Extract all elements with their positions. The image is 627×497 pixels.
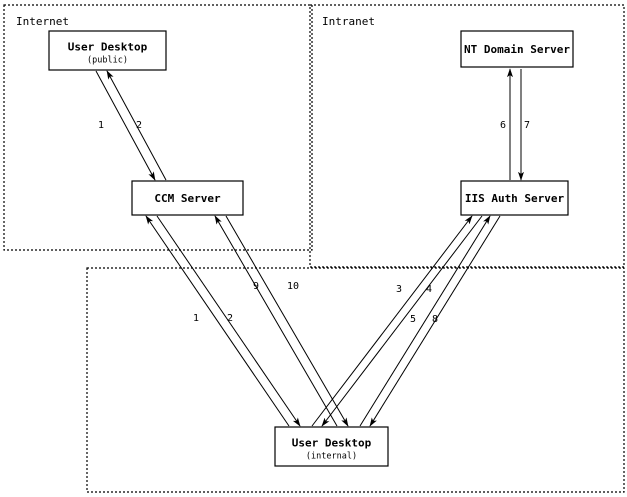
flow-label-flow-3: 3 <box>396 284 402 295</box>
node-ccm-server[interactable]: CCM Server <box>131 180 244 216</box>
flow-label-flow-2-internal: 2 <box>227 313 233 324</box>
node-nt-domain-server-box[interactable] <box>460 30 574 68</box>
flow-line-9 <box>214 215 338 427</box>
zone-internal-lan-border <box>86 267 625 493</box>
node-ccm-server-title: CCM Server <box>154 192 221 205</box>
flow-line-4 <box>321 215 483 427</box>
zone-intranet-border <box>309 4 625 268</box>
zone-intranet-label: Intranet <box>322 15 375 28</box>
node-user-desktop-public-title: User Desktop <box>68 41 148 54</box>
flow-lines <box>95 68 524 427</box>
flow-line-2-internal <box>156 215 301 427</box>
flow-labels: 1 2 1 2 3 4 5 8 6 7 9 10 <box>98 120 530 325</box>
zone-internet-border <box>3 4 313 251</box>
node-user-desktop-public-box[interactable] <box>48 30 167 71</box>
node-user-desktop-internal-title: User Desktop <box>292 437 372 450</box>
flow-line-5 <box>359 215 491 427</box>
flow-label-flow-8: 8 <box>432 314 438 325</box>
flow-label-flow-2-public: 2 <box>136 120 142 131</box>
flow-label-flow-6: 6 <box>500 120 506 131</box>
node-user-desktop-public-subtitle: (public) <box>87 56 128 66</box>
node-ccm-server-box[interactable] <box>131 180 244 216</box>
zone-internal-lan <box>86 267 625 493</box>
flow-label-flow-1-public: 1 <box>98 120 104 131</box>
flow-line-8 <box>369 215 501 427</box>
flow-line-1-public <box>95 70 156 181</box>
zone-intranet: Intranet <box>309 4 625 268</box>
node-user-desktop-public[interactable]: User Desktop (public) <box>48 30 167 71</box>
flow-label-flow-9: 9 <box>253 281 259 292</box>
flow-label-flow-7: 7 <box>524 120 530 131</box>
flow-label-flow-10: 10 <box>287 281 299 292</box>
node-iis-auth-server-box[interactable] <box>460 180 569 216</box>
zone-internet: Internet <box>3 4 313 251</box>
node-user-desktop-internal-subtitle: (internal) <box>306 452 357 462</box>
flow-line-2-public <box>106 70 167 181</box>
flow-label-flow-5: 5 <box>410 314 416 325</box>
zone-internet-label: Internet <box>16 15 69 28</box>
node-iis-auth-server[interactable]: IIS Auth Server <box>460 180 569 216</box>
flow-label-flow-4: 4 <box>426 284 432 295</box>
node-nt-domain-server-title: NT Domain Server <box>464 43 570 56</box>
flow-line-1-internal <box>145 215 290 427</box>
flow-line-3 <box>311 215 473 427</box>
flow-label-flow-1-internal: 1 <box>193 313 199 324</box>
node-nt-domain-server[interactable]: NT Domain Server <box>460 30 574 68</box>
node-user-desktop-internal-box[interactable] <box>274 426 389 467</box>
flow-line-10 <box>225 215 349 427</box>
node-user-desktop-internal[interactable]: User Desktop (internal) <box>274 426 389 467</box>
node-iis-auth-server-title: IIS Auth Server <box>465 192 565 205</box>
